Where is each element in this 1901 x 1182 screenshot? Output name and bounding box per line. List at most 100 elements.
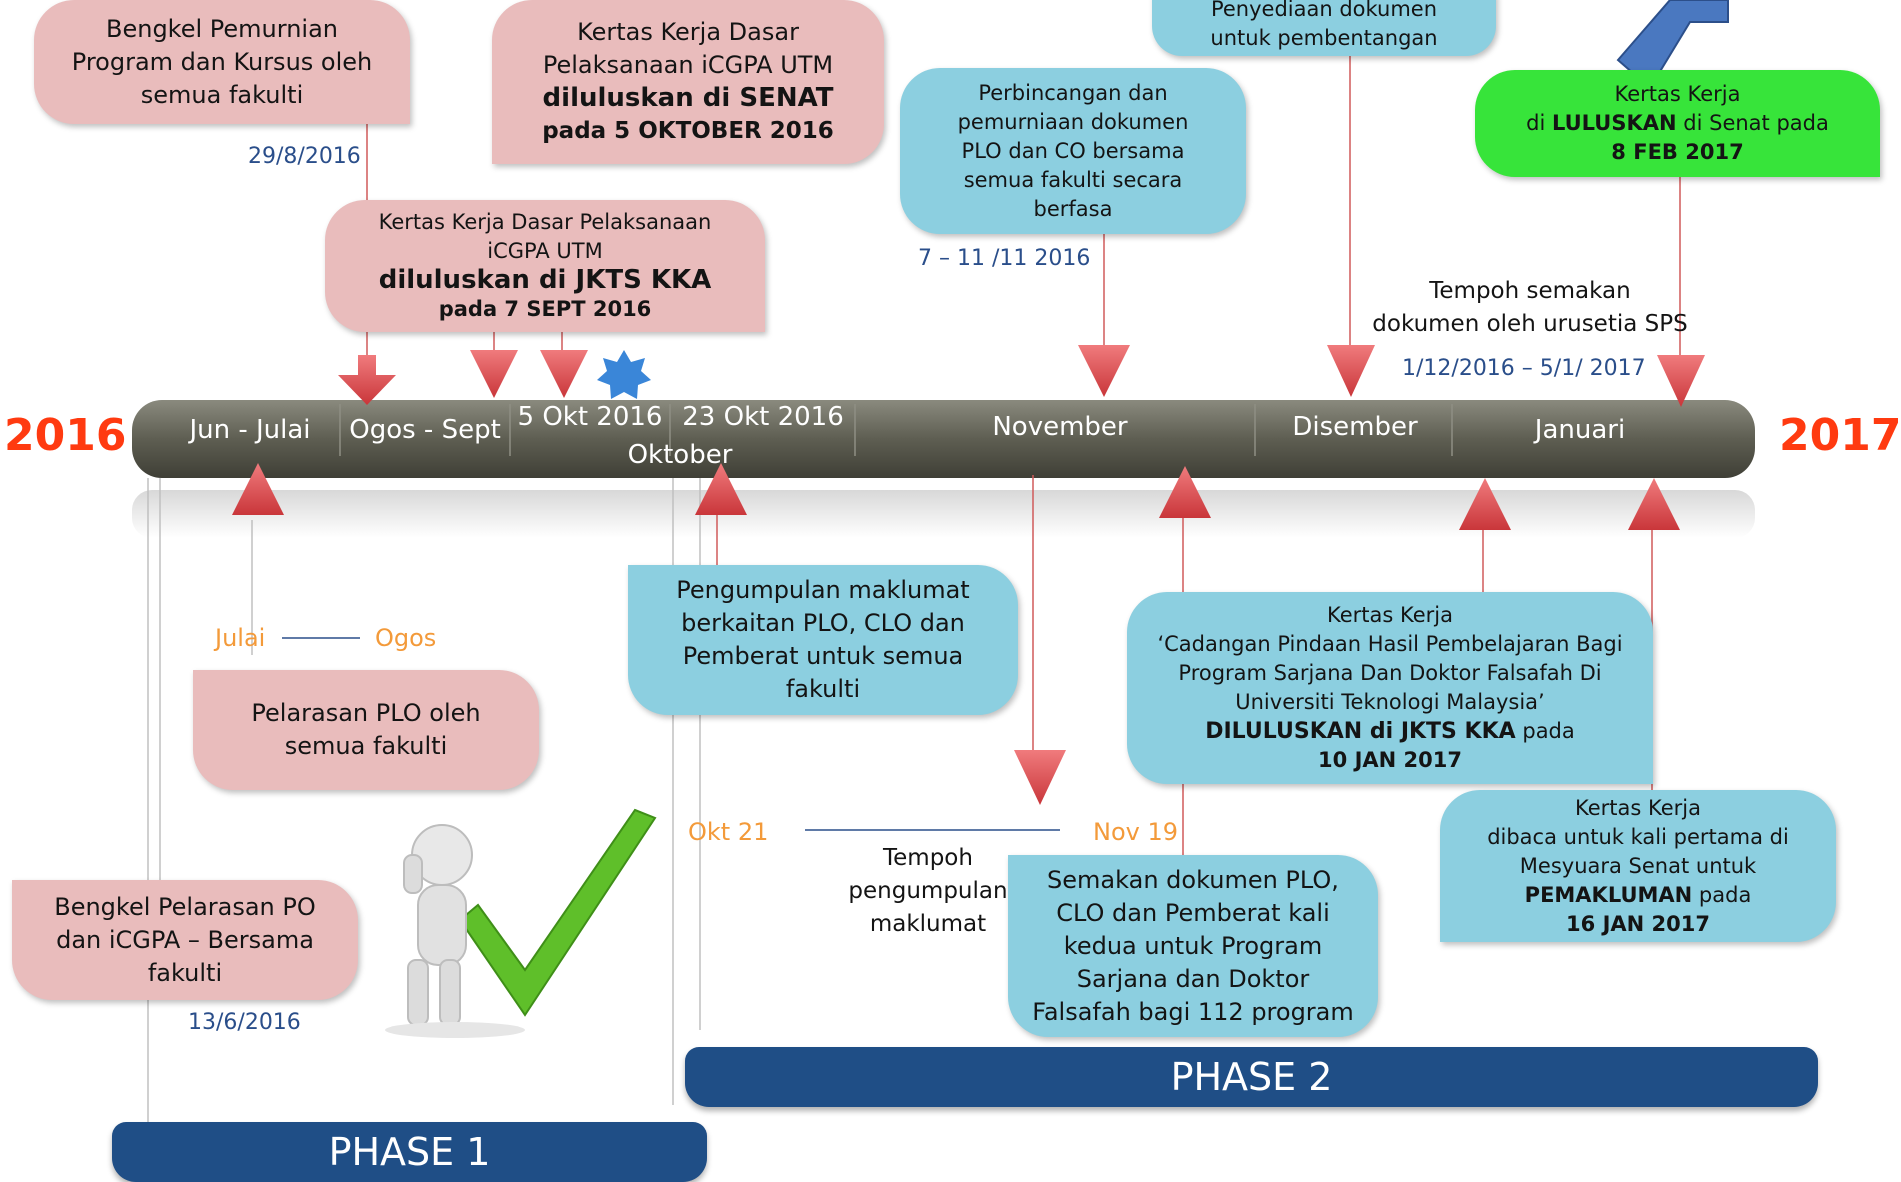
kertas-jan10-line-5a: DILULUSKAN di JKTS KKA <box>1205 719 1516 744</box>
tempoh-pengumpulan-text: Tempoh pengumpulan maklumat <box>838 842 1018 941</box>
kertas-senat-line-1: Kertas Kerja Dasar <box>577 18 799 46</box>
kertas-feb-line-3: 8 FEB 2017 <box>1611 140 1744 164</box>
pengumpulan-line-4: fakulti <box>785 675 861 703</box>
tempoh-semakan-text: Tempoh semakan dokumen oleh urusetia SPS <box>1370 275 1690 341</box>
kertas-jan16-line-3: Mesyuara Senat untuk <box>1519 853 1757 878</box>
down-arrows <box>338 345 1705 805</box>
down-arrow-icon <box>1014 750 1066 805</box>
timeline-label-disember: Disember <box>1292 412 1418 442</box>
up-arrow-icon <box>1628 478 1680 530</box>
kertas-jan16-line-5: 16 JAN 2017 <box>1566 911 1710 936</box>
bengkel-pemurnian-box: Bengkel Pemurnian Program dan Kursus ole… <box>34 0 410 124</box>
semakan-line-4: Sarjana dan Doktor <box>1076 964 1310 993</box>
penyediaan-box: Penyediaan dokumen untuk pembentangan <box>1152 0 1496 56</box>
tempoh-pengumpulan-line-1: Tempoh <box>883 845 973 871</box>
range-okt21: Okt 21 <box>688 818 769 846</box>
up-arrow-icon <box>695 463 747 515</box>
kertas-jkts-line-3: diluluskan di JKTS KKA <box>378 265 712 295</box>
tempoh-semakan-line-2: dokumen oleh urusetia SPS <box>1372 311 1688 337</box>
down-arrow-icon <box>1327 345 1375 397</box>
up-arrow-icon <box>1159 466 1211 518</box>
kertas-jan10-box: Kertas Kerja ‘Cadangan Pindaan Hasil Pem… <box>1127 592 1653 784</box>
kertas-jan10-line-2: ‘Cadangan Pindaan Hasil Pembelajaran Bag… <box>1157 632 1623 656</box>
bengkel-po-line-1: Bengkel Pelarasan PO <box>54 892 316 921</box>
checkmark-figure-icon <box>385 808 657 1038</box>
kertas-jkts-line-2: iCGPA UTM <box>487 239 603 263</box>
pengumpulan-line-3: Pemberat untuk semua <box>682 642 964 670</box>
kertas-jan16-line-2: dibaca untuk kali pertama di <box>1487 824 1789 849</box>
phase-1-label: PHASE 1 <box>328 1130 491 1174</box>
year-start: 2016 <box>4 410 127 461</box>
perbincangan-line-4: semua fakulti secara <box>963 167 1183 192</box>
range-julai: Julai <box>215 624 266 652</box>
kertas-feb-line-2c: di Senat pada <box>1676 111 1829 135</box>
kertas-feb-box: Kertas Kerja di LULUSKAN di Senat pada 8… <box>1475 70 1880 177</box>
timeline-bar <box>132 400 1755 478</box>
phase-2-label: PHASE 2 <box>1170 1055 1333 1099</box>
perbincangan-line-2: pemurniaan dokumen <box>957 109 1189 134</box>
pelarasan-plo-box: Pelarasan PLO oleh semua fakulti <box>193 670 539 790</box>
date-29-8-2016: 29/8/2016 <box>248 144 361 169</box>
date-dec-jan: 1/12/2016 – 5/1/ 2017 <box>1402 356 1646 381</box>
perbincangan-line-5: berfasa <box>1033 196 1113 221</box>
phase-1-bar: PHASE 1 <box>112 1122 707 1182</box>
timeline-label-ogos-sept: Ogos - Sept <box>349 415 501 445</box>
kertas-senat-box: Kertas Kerja Dasar Pelaksanaan iCGPA UTM… <box>492 0 884 164</box>
semakan-line-5: Falsafah bagi 112 program <box>1032 997 1354 1026</box>
up-arrows <box>232 463 1680 530</box>
down-arrow-icon <box>1078 345 1130 397</box>
pelarasan-plo-line-1: Pelarasan PLO oleh <box>251 699 481 727</box>
up-arrow-icon <box>1459 478 1511 530</box>
pelarasan-plo-line-2: semua fakulti <box>284 732 448 760</box>
kertas-jan10-line-4: Universiti Teknologi Malaysia’ <box>1235 690 1545 714</box>
kertas-jan10-line-1: Kertas Kerja <box>1327 603 1453 627</box>
bengkel-pemurnian-line-3: semua fakulti <box>140 80 304 109</box>
kertas-senat-line-4: pada 5 OKTOBER 2016 <box>542 118 834 144</box>
kertas-jan16-line-4b: pada <box>1692 882 1752 907</box>
down-arrow-icon <box>338 355 396 405</box>
kertas-feb-line-1: Kertas Kerja <box>1614 82 1741 106</box>
perbincangan-box: Perbincangan dan pemurniaan dokumen PLO … <box>900 68 1246 234</box>
perbincangan-line-3: PLO dan CO bersama <box>961 138 1185 163</box>
range-ogos: Ogos <box>375 624 437 652</box>
penyediaan-line-2: untuk pembentangan <box>1210 26 1438 50</box>
kertas-jkts-line-4: pada 7 SEPT 2016 <box>438 297 652 321</box>
phase-2-bar: PHASE 2 <box>685 1047 1818 1107</box>
timeline-label-oktober: Oktober <box>627 440 733 470</box>
pengumpulan-box: Pengumpulan maklumat berkaitan PLO, CLO … <box>628 565 1018 715</box>
pengumpulan-line-2: berkaitan PLO, CLO dan <box>681 609 965 637</box>
kertas-senat-line-2: Pelaksanaan iCGPA UTM <box>542 51 834 79</box>
tempoh-semakan-line-1: Tempoh semakan <box>1429 278 1631 304</box>
bengkel-po-line-3: fakulti <box>147 958 223 987</box>
date-13-6-2016: 13/6/2016 <box>188 1010 301 1035</box>
timeline-label-jun-julai: Jun - Julai <box>189 415 311 445</box>
down-arrow-icon <box>470 350 518 398</box>
kertas-jkts-line-1: Kertas Kerja Dasar Pelaksanaan <box>378 210 712 234</box>
timeline-bar-reflection <box>132 490 1755 538</box>
kertas-senat-line-3: diluluskan di SENAT <box>542 83 834 113</box>
bengkel-po-box: Bengkel Pelarasan PO dan iCGPA – Bersama… <box>12 880 358 1000</box>
kertas-jkts-box: Kertas Kerja Dasar Pelaksanaan iCGPA UTM… <box>325 200 765 332</box>
tempoh-pengumpulan-line-3: maklumat <box>869 911 987 937</box>
semakan-line-3: kedua untuk Program <box>1063 931 1323 960</box>
perbincangan-line-1: Perbincangan dan <box>978 80 1168 105</box>
kertas-feb-line-2b: LULUSKAN <box>1551 111 1677 135</box>
kertas-jan10-line-5b: pada <box>1515 719 1575 743</box>
pengumpulan-line-1: Pengumpulan maklumat <box>676 576 970 604</box>
down-arrow-icon <box>540 350 588 398</box>
kertas-jan16-line-4a: PEMAKLUMAN <box>1524 882 1693 907</box>
tempoh-pengumpulan-line-2: pengumpulan <box>848 878 1008 904</box>
timeline-label-november: November <box>992 412 1128 442</box>
timeline-separators <box>339 404 1453 456</box>
timeline-label-23-okt: 23 Okt 2016 <box>682 402 844 432</box>
bengkel-pemurnian-line-2: Program dan Kursus oleh <box>71 47 373 76</box>
penyediaan-line-1: Penyediaan dokumen <box>1210 0 1438 21</box>
kertas-jan16-line-1: Kertas Kerja <box>1575 795 1701 820</box>
kertas-feb-line-2: di LULUSKAN di Senat pada <box>1526 109 1829 138</box>
range-nov19: Nov 19 <box>1093 818 1179 846</box>
kertas-jan10-line-6: 10 JAN 2017 <box>1318 748 1462 772</box>
semakan-line-1: Semakan dokumen PLO, <box>1047 865 1339 894</box>
kertas-jan16-box: Kertas Kerja dibaca untuk kali pertama d… <box>1440 790 1836 942</box>
